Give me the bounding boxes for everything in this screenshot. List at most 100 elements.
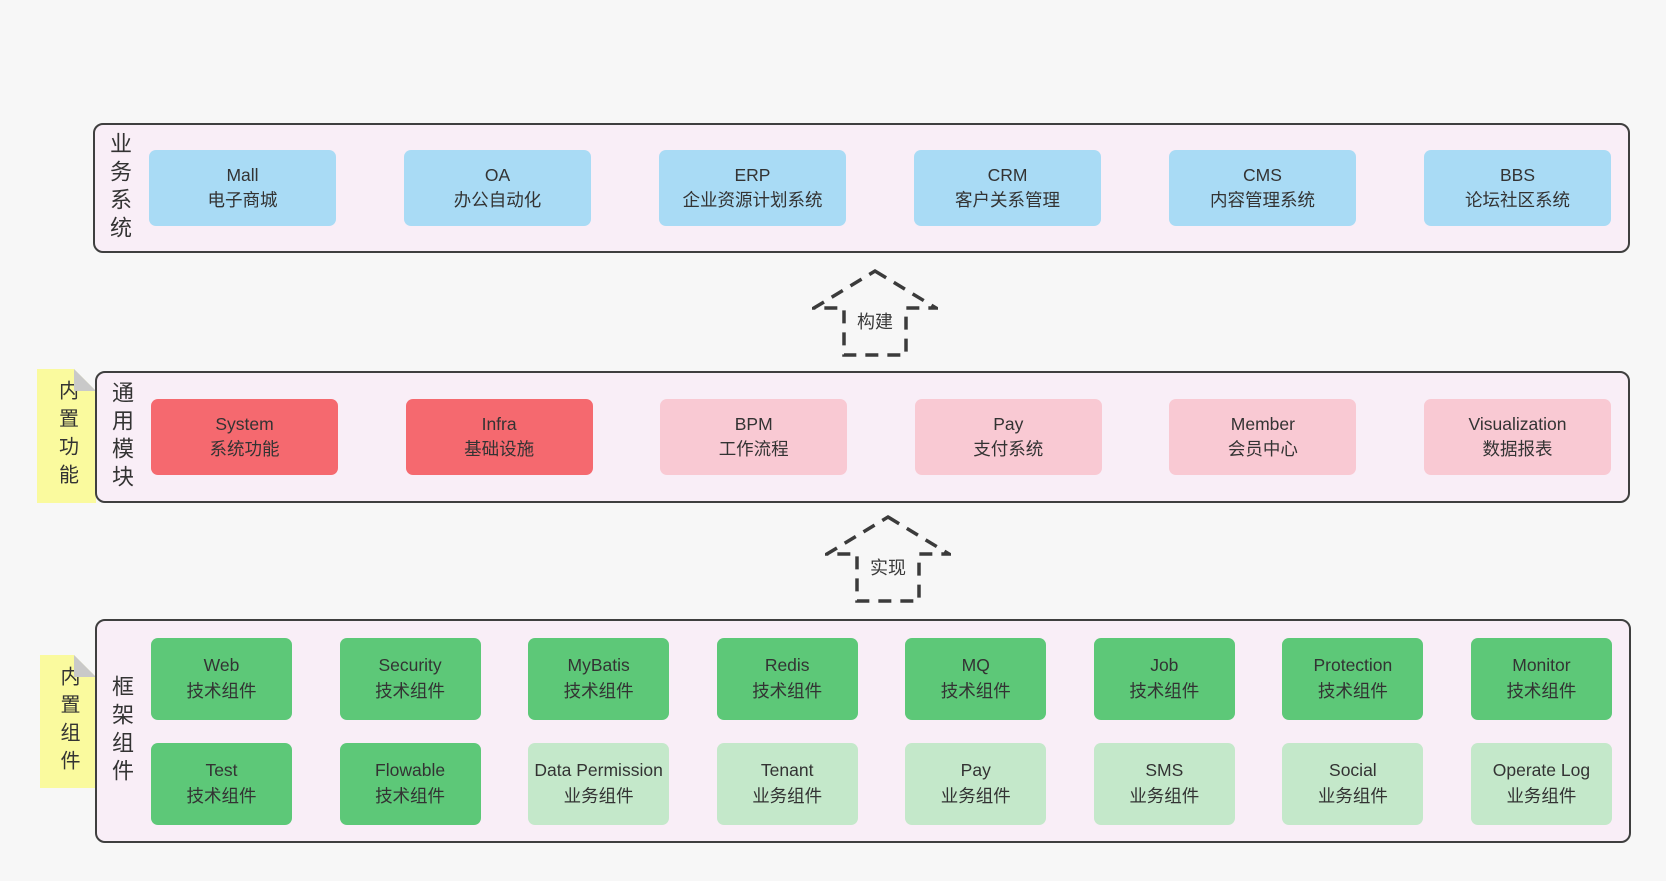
- box-name: Visualization: [1468, 413, 1567, 434]
- layer-common-modules: 通用模块 System 系统功能 Infra 基础设施 BPM 工作流程 Pay…: [95, 371, 1630, 503]
- layer-business-systems: 业务系统 Mall 电子商城 OA 办公自动化 ERP 企业资源计划系统 CRM…: [93, 123, 1630, 253]
- box-name: Social: [1329, 760, 1377, 781]
- box-desc: 内容管理系统: [1210, 190, 1315, 210]
- box-desc: 业务组件: [1317, 785, 1388, 806]
- box-desc: 业务组件: [752, 785, 823, 806]
- box-desc: 技术组件: [375, 785, 446, 806]
- box-desc: 会员中心: [1227, 439, 1298, 459]
- implement-arrow-label: 实现: [866, 553, 910, 581]
- box-name: MQ: [961, 655, 990, 676]
- box-name: Monitor: [1512, 655, 1571, 676]
- box-name: CMS: [1243, 164, 1282, 185]
- box-desc: 技术组件: [1506, 680, 1577, 701]
- box-desc: 技术组件: [186, 785, 257, 806]
- box-name: Job: [1150, 655, 1179, 676]
- box-mq: MQ 技术组件: [905, 637, 1047, 720]
- box-desc: 办公自动化: [453, 190, 542, 210]
- box-name: Member: [1230, 413, 1295, 434]
- box-web: Web 技术组件: [151, 637, 292, 720]
- box-name: Protection: [1313, 655, 1393, 676]
- box-desc: 技术组件: [186, 680, 257, 701]
- box-bpm: BPM 工作流程: [660, 399, 848, 475]
- box-desc: 客户关系管理: [955, 190, 1060, 210]
- box-operate-log: Operate Log 业务组件: [1470, 742, 1612, 825]
- box-desc: 技术组件: [563, 680, 634, 701]
- box-crm: CRM 客户关系管理: [914, 150, 1101, 226]
- box-infra: Infra 基础设施: [405, 399, 593, 475]
- box-mybatis: MyBatis 技术组件: [528, 637, 670, 720]
- layer-components-side-label: 框架组件: [109, 675, 134, 787]
- build-arrow-label: 构建: [853, 307, 897, 335]
- box-desc: 论坛社区系统: [1465, 190, 1570, 210]
- box-name: ERP: [734, 164, 771, 185]
- box-protection: Protection 技术组件: [1282, 637, 1424, 720]
- box-name: Test: [205, 760, 238, 781]
- box-desc: 技术组件: [940, 680, 1011, 701]
- box-job: Job 技术组件: [1093, 637, 1235, 720]
- box-desc: 基础设施: [464, 439, 535, 459]
- box-erp: ERP 企业资源计划系统: [659, 150, 846, 226]
- sticky-note-builtin-features: 内置功能: [37, 369, 96, 503]
- box-name: Redis: [764, 655, 810, 676]
- box-monitor: Monitor 技术组件: [1470, 637, 1612, 720]
- box-name: Infra: [481, 413, 517, 434]
- box-desc: 数据报表: [1482, 439, 1553, 459]
- box-name: Data Permission: [534, 760, 663, 781]
- sticky-note-builtin-components: 内置组件: [40, 655, 96, 788]
- modules-boxes-row: System 系统功能 Infra 基础设施 BPM 工作流程 Pay 支付系统…: [138, 399, 1628, 475]
- box-name: Mall: [226, 164, 259, 185]
- box-redis: Redis 技术组件: [716, 637, 858, 720]
- box-bbs: BBS 论坛社区系统: [1424, 150, 1611, 226]
- implement-arrow: 实现: [825, 514, 951, 604]
- box-flowable: Flowable 技术组件: [339, 742, 481, 825]
- box-oa: OA 办公自动化: [404, 150, 591, 226]
- components-boxes-row-1: Web 技术组件 Security 技术组件 MyBatis 技术组件 Redi…: [138, 637, 1629, 720]
- box-tenant: Tenant 业务组件: [716, 742, 858, 825]
- box-name: Operate Log: [1492, 760, 1591, 781]
- box-desc: 业务组件: [940, 785, 1011, 806]
- box-pay-biz: Pay 业务组件: [905, 742, 1047, 825]
- box-name: Tenant: [760, 760, 814, 781]
- box-member: Member 会员中心: [1169, 399, 1357, 475]
- dashed-up-arrow-icon: [825, 514, 951, 603]
- box-data-permission: Data Permission 业务组件: [528, 742, 670, 825]
- box-desc: 技术组件: [1317, 680, 1388, 701]
- sticky-note-text: 内置组件: [57, 665, 79, 778]
- business-boxes-row: Mall 电子商城 OA 办公自动化 ERP 企业资源计划系统 CRM 客户关系…: [136, 150, 1628, 226]
- components-rows: Web 技术组件 Security 技术组件 MyBatis 技术组件 Redi…: [138, 637, 1629, 825]
- box-desc: 业务组件: [1506, 785, 1577, 806]
- box-desc: 业务组件: [563, 785, 634, 806]
- box-mall: Mall 电子商城: [149, 150, 336, 226]
- layer-modules-side-label: 通用模块: [109, 381, 134, 493]
- box-security: Security 技术组件: [339, 637, 481, 720]
- box-name: MyBatis: [567, 655, 630, 676]
- box-name: Pay: [960, 760, 991, 781]
- box-name: System: [215, 413, 274, 434]
- box-name: BPM: [734, 413, 773, 434]
- box-name: Flowable: [375, 760, 446, 781]
- dashed-up-arrow-icon: [812, 268, 938, 357]
- box-desc: 系统功能: [209, 439, 280, 459]
- box-name: Pay: [993, 413, 1024, 434]
- box-name: CRM: [987, 164, 1028, 185]
- box-desc: 支付系统: [973, 439, 1044, 459]
- box-desc: 技术组件: [752, 680, 823, 701]
- box-desc: 技术组件: [375, 680, 446, 701]
- box-desc: 业务组件: [1129, 785, 1200, 806]
- box-sms: SMS 业务组件: [1093, 742, 1235, 825]
- box-visualization: Visualization 数据报表: [1423, 399, 1611, 475]
- box-system: System 系统功能: [151, 399, 338, 475]
- box-pay: Pay 支付系统: [914, 399, 1102, 475]
- box-name: Web: [203, 655, 240, 676]
- build-arrow: 构建: [812, 268, 938, 358]
- layer-business-side-label: 业务系统: [107, 132, 132, 244]
- box-desc: 工作流程: [718, 439, 789, 459]
- box-social: Social 业务组件: [1282, 742, 1424, 825]
- box-test: Test 技术组件: [151, 742, 292, 825]
- components-boxes-row-2: Test 技术组件 Flowable 技术组件 Data Permission …: [138, 742, 1629, 825]
- sticky-note-text: 内置功能: [55, 380, 78, 492]
- box-desc: 技术组件: [1129, 680, 1200, 701]
- box-desc: 企业资源计划系统: [682, 190, 823, 210]
- box-name: SMS: [1145, 760, 1184, 781]
